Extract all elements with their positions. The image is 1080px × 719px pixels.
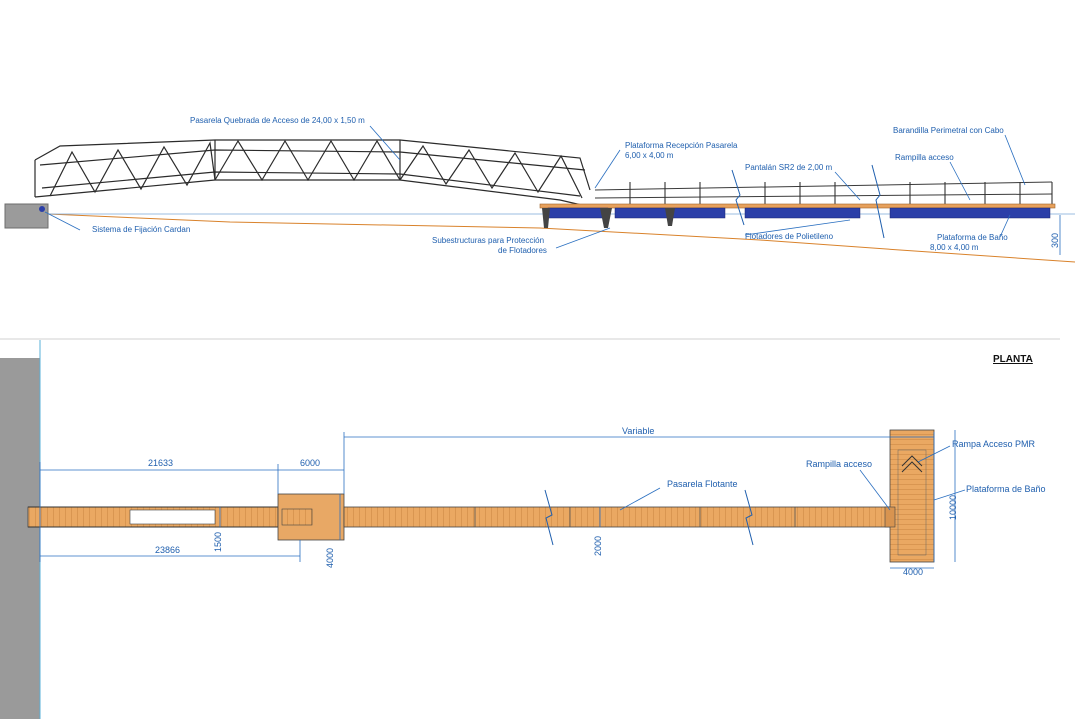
dim-10000: 10000 (948, 495, 958, 520)
label-barandilla: Barandilla Perimetral con Cabo (893, 126, 1004, 135)
shore-wall (0, 358, 40, 719)
break-marks (731, 164, 885, 239)
elevation-view: 300 Pasarela Quebrada de Acceso de 24,00… (4, 116, 1076, 263)
dim-4000-vertical: 4000 (325, 548, 335, 568)
dim-1500: 1500 (213, 532, 223, 552)
label-plataforma-recepcion-size: 6,00 x 4,00 m (625, 151, 674, 160)
dock-railing (594, 181, 1053, 205)
label-pasarela-quebrada: Pasarela Quebrada de Acceso de 24,00 x 1… (190, 116, 365, 125)
label-sistema-fijacion: Sistema de Fijación Cardan (92, 225, 190, 234)
dim-23866: 23866 (155, 545, 180, 555)
label-plataforma-bano-size: 8,00 x 4,00 m (930, 243, 979, 252)
dim-6000: 6000 (300, 458, 320, 468)
dim-21633: 21633 (148, 458, 173, 468)
truss-bridge (34, 139, 591, 208)
plan-view: PLANTA (0, 340, 1046, 719)
label-rampa-pmr: Rampa Acceso PMR (952, 439, 1036, 449)
label-subestructuras: Subestructuras para Protección (432, 236, 544, 245)
dim-4000-horizontal: 4000 (903, 567, 923, 577)
label-plataforma-bano-plan: Plataforma de Baño (966, 484, 1046, 494)
float-substructures (542, 208, 675, 228)
dim-2000: 2000 (593, 536, 603, 556)
label-rampilla-elevation: Rampilla acceso (895, 153, 954, 162)
dim-300: 300 (1050, 233, 1060, 248)
label-pantalan: Pantalán SR2 de 2,00 m (745, 163, 833, 172)
plan-title: PLANTA (993, 354, 1033, 365)
label-plataforma-recepcion: Plataforma Recepción Pasarela (625, 141, 738, 150)
label-pasarela-flotante: Pasarela Flotante (667, 479, 738, 489)
label-subestructuras-2: de Flotadores (498, 246, 547, 255)
label-rampilla-plan: Rampilla acceso (806, 459, 872, 469)
floating-deck (539, 203, 1056, 209)
plan-break-marks (544, 489, 754, 546)
label-plataforma-bano: Plataforma de Baño (937, 233, 1008, 242)
label-flotadores: Flotadores de Polietileno (745, 232, 834, 241)
terrain-line (47, 213, 1076, 263)
floating-walkway-plan (343, 506, 891, 528)
access-bridge-plan (27, 506, 300, 528)
dim-variable: Variable (622, 426, 654, 436)
cardan-joint (39, 206, 45, 212)
polyethylene-floats (547, 207, 1051, 219)
